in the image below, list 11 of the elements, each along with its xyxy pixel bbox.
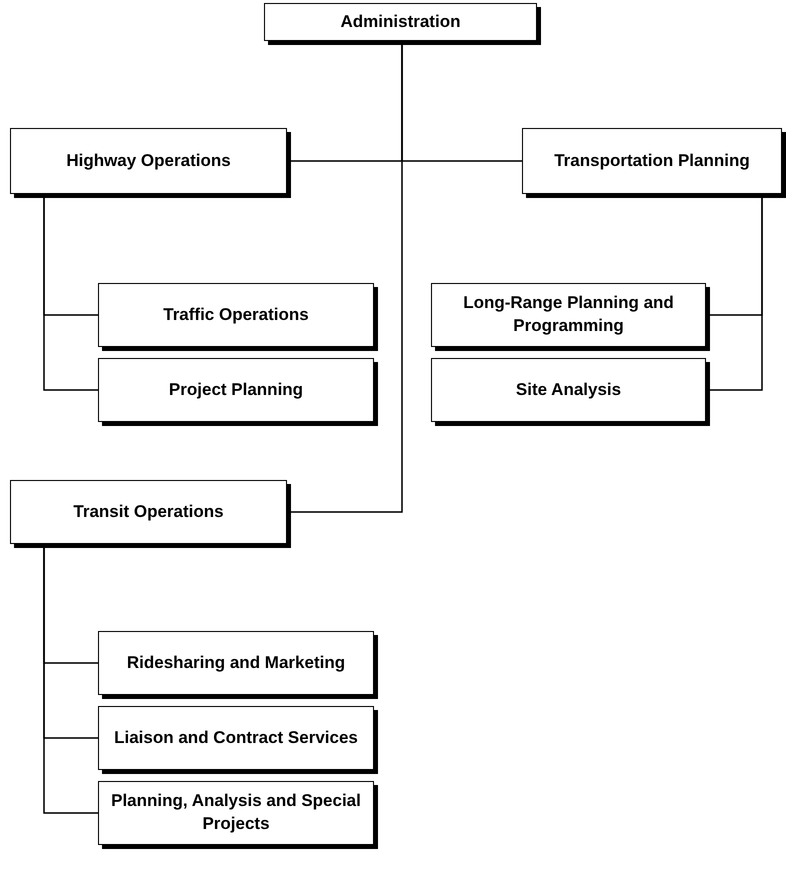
unit-name: Liaison and Contract Services (114, 726, 358, 749)
unit-name: Site Analysis (516, 378, 622, 401)
unit-name: Administration (340, 10, 460, 33)
unit-name: Ridesharing and Marketing (126, 652, 346, 674)
unit-name: Transit Operations (73, 500, 224, 523)
unit-name: Highway Operations (66, 150, 231, 172)
unit-name: Planning, Analysis and Special Projects (110, 790, 362, 835)
unit-name: Traffic Operations (163, 304, 309, 326)
unit-name: Project Planning (168, 378, 304, 401)
unit-name: Transportation Planning (554, 150, 750, 172)
unit-name: Long-Range Planning and Programming (462, 292, 675, 337)
